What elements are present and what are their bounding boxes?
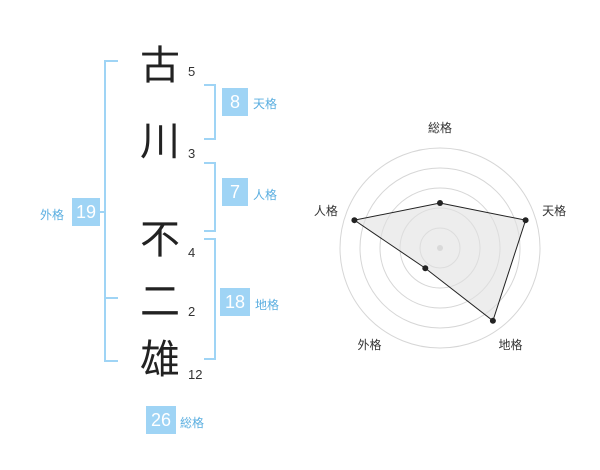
kanji-char: 二 — [140, 279, 180, 325]
grade-badge-jinkaku: 7 — [222, 178, 248, 206]
radar-point — [522, 217, 529, 224]
kanji-char: 雄 — [140, 337, 180, 383]
radar-axis-label: 地格 — [499, 337, 523, 352]
grade-badge-gaikaku: 19 — [72, 198, 100, 226]
radar-ring — [339, 147, 541, 349]
bracket-gaikaku-divider — [104, 297, 118, 299]
radar-axis-label: 天格 — [542, 203, 566, 218]
radar-point — [351, 217, 358, 224]
bracket-jinkaku — [204, 162, 216, 232]
stroke-count: 5 — [188, 64, 196, 79]
stroke-count: 2 — [188, 304, 196, 319]
bracket-tenkaku — [204, 84, 216, 140]
grade-badge-tenkaku: 8 — [222, 88, 248, 116]
stroke-count: 3 — [188, 146, 196, 161]
radar-axis-label: 人格 — [314, 203, 338, 218]
radar-area — [353, 202, 527, 322]
grade-label-soukaku: 総格 — [180, 416, 205, 430]
bracket-gaikaku — [104, 60, 118, 362]
bracket-chikaku — [204, 238, 216, 360]
radar-point — [489, 317, 496, 324]
grade-badge-soukaku: 26 — [146, 406, 176, 434]
kanji-char: 不 — [140, 217, 180, 263]
stroke-count: 4 — [188, 245, 196, 260]
radar-ring — [359, 167, 521, 329]
grade-label-tenkaku: 天格 — [253, 97, 278, 111]
radar-axis-label: 総格 — [428, 120, 452, 135]
grade-label-chikaku: 地格 — [255, 298, 280, 312]
stroke-count: 12 — [188, 367, 203, 382]
radar-point — [422, 265, 429, 272]
kanji-char: 古 — [140, 43, 180, 89]
grade-label-gaikaku: 外格 — [40, 208, 65, 222]
kanji-char: 川 — [140, 119, 180, 165]
radar-point — [437, 200, 443, 206]
grade-label-jinkaku: 人格 — [253, 188, 278, 202]
radar-axis-label: 外格 — [357, 337, 381, 352]
grade-badge-chikaku: 18 — [220, 288, 250, 316]
